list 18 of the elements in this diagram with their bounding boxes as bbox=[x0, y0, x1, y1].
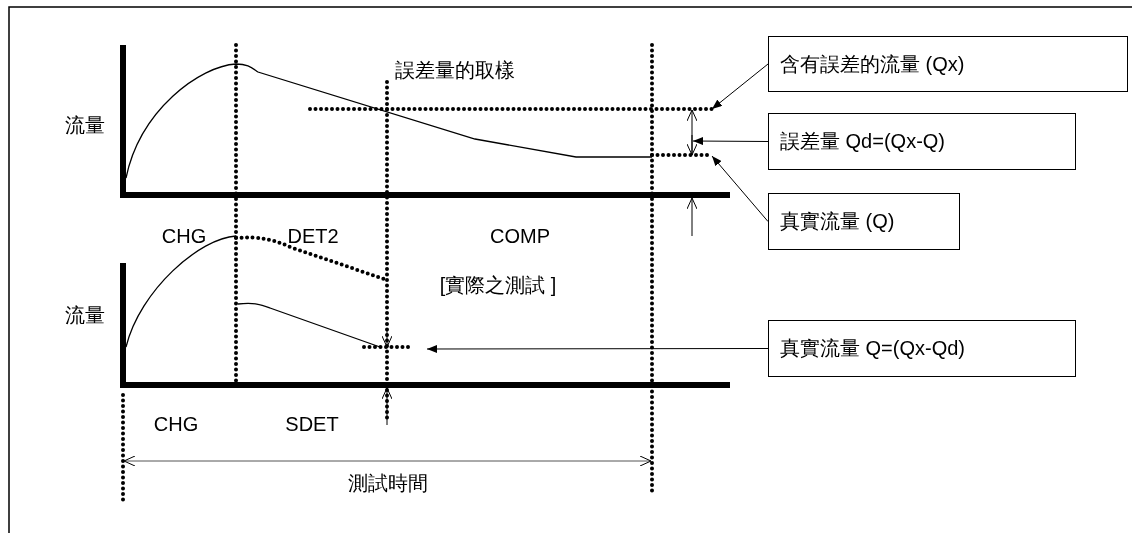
leader-arrow bbox=[692, 137, 769, 146]
chart-label: 誤差量的取樣 bbox=[395, 59, 515, 81]
leader-arrow bbox=[711, 63, 769, 110]
dimension-label: 測試時間 bbox=[348, 472, 428, 494]
leader-arrow bbox=[426, 345, 769, 353]
phase-label: CHG bbox=[161, 225, 207, 247]
callout-box: 真實流量 (Q) bbox=[768, 193, 960, 250]
phase-label: DET2 bbox=[287, 225, 339, 247]
phase-label: COMP bbox=[490, 225, 550, 247]
phase-label: CHG bbox=[153, 413, 199, 435]
callout-box: 誤差量 Qd=(Qx-Q) bbox=[768, 113, 1076, 170]
axis-label: 流量 bbox=[65, 114, 105, 136]
chart-label: [實際之測試 ] bbox=[439, 274, 557, 296]
axis-label: 流量 bbox=[65, 304, 105, 326]
leader-arrow bbox=[711, 155, 769, 222]
callout-box: 真實流量 Q=(Qx-Qd) bbox=[768, 320, 1076, 377]
callout-box: 含有誤差的流量 (Qx) bbox=[768, 36, 1128, 92]
phase-label: SDET bbox=[285, 413, 339, 435]
